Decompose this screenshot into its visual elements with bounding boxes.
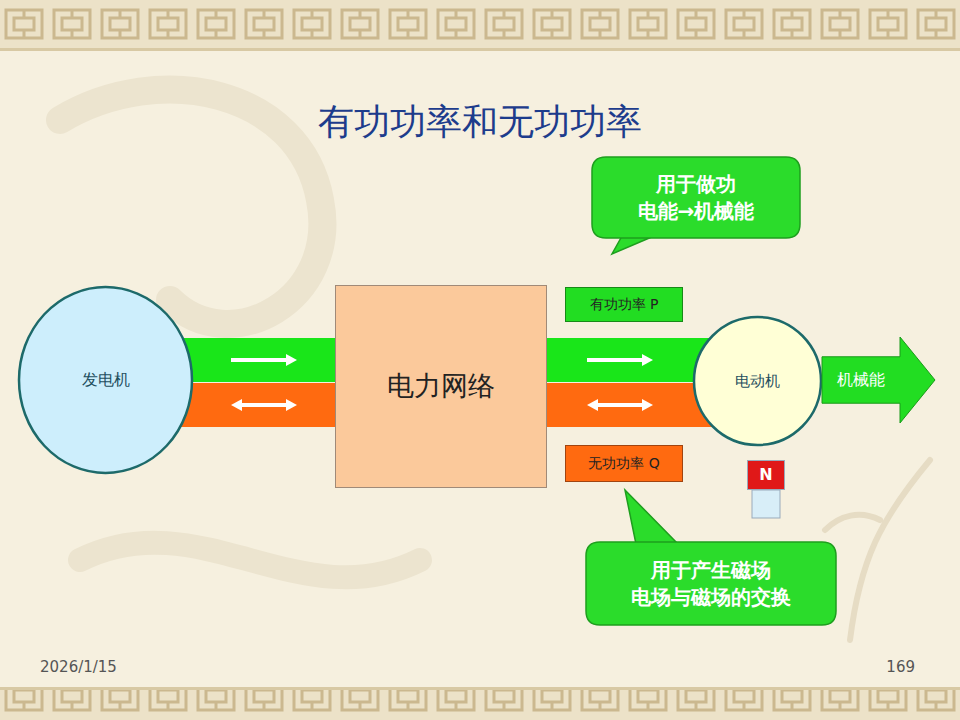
node-shape: [592, 157, 800, 238]
motor-circle: [694, 317, 821, 445]
node-text: 电场与磁场的交换: [631, 584, 791, 611]
flow-arrow-shaft: [231, 358, 288, 362]
callout-body: [586, 542, 836, 625]
bottom-frieze: [0, 690, 960, 720]
node-shape: [586, 542, 836, 625]
flow-arrow-head: [231, 399, 242, 411]
node-text: 有功功率 P: [590, 295, 659, 314]
motor-node: 电动机: [693, 316, 822, 446]
callout-box: 用于做功电能→机械能: [592, 157, 800, 238]
grid-node: 电力网络: [335, 285, 547, 488]
magnet-pole: N: [747, 460, 785, 490]
node-text: 用于产生磁场: [651, 557, 771, 584]
label-box: [566, 446, 683, 482]
node-text: 用于做功: [656, 171, 736, 198]
flow-arrow-shaft: [587, 358, 644, 362]
generator-node: 发电机: [18, 286, 193, 474]
flow-arrow-head: [642, 354, 653, 366]
page-number: 169: [886, 658, 915, 676]
label-box: [566, 288, 683, 322]
slide-title: 有功功率和无功功率: [0, 98, 960, 147]
top-frieze-line: [0, 48, 960, 51]
flow-arrow-head: [587, 399, 598, 411]
node-text: 电能→机械能: [638, 198, 755, 225]
callout-tail: [625, 490, 678, 544]
grid-box: [336, 286, 547, 488]
node-text: 发电机: [82, 369, 130, 391]
output-arrow: [822, 337, 935, 423]
callout-body: [592, 157, 800, 238]
active-power-label: 有功功率 P: [565, 287, 683, 322]
slide-date: 2026/1/15: [40, 658, 117, 676]
mechanical-energy-arrow: 机械能: [822, 337, 935, 423]
flow-arrow-head: [286, 354, 297, 366]
reactive-power-label: 无功功率 Q: [565, 445, 683, 482]
flow-arrow-head: [642, 399, 653, 411]
callout-joint: [637, 544, 677, 547]
callout-box: 用于产生磁场电场与磁场的交换: [586, 542, 836, 625]
callout-joint: [623, 234, 653, 237]
magnet-south-half: [752, 490, 780, 518]
flow-arrow-shaft: [596, 403, 644, 407]
generator-circle: [19, 287, 192, 473]
watermark-stroke: [80, 543, 420, 578]
flow-arrow-head: [286, 399, 297, 411]
node-text: 电动机: [735, 371, 780, 391]
node-text: 机械能: [837, 369, 885, 391]
node-text: 电力网络: [387, 368, 495, 404]
bottom-frieze-line: [0, 687, 960, 690]
flow-arrow-shaft: [240, 403, 288, 407]
node-text: 无功功率 Q: [588, 454, 659, 473]
node-text: N: [759, 464, 772, 486]
watermark-branch: [825, 460, 930, 640]
magnet-north: [748, 461, 785, 490]
top-frieze: [0, 0, 960, 48]
